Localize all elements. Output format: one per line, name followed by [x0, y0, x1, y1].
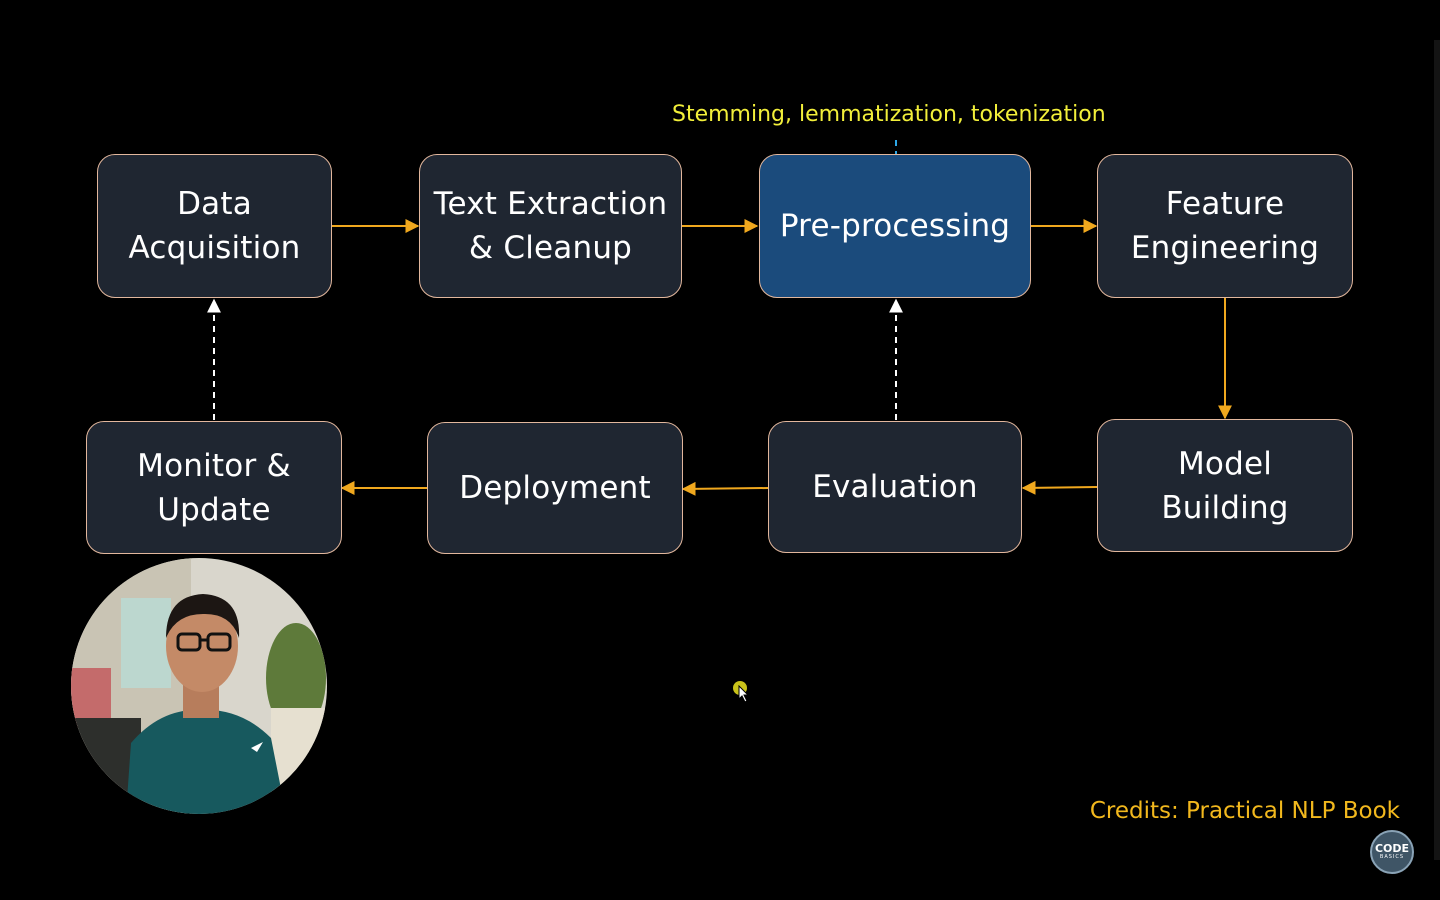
- preprocessing-annotation: Stemming, lemmatization, tokenization: [672, 102, 1106, 127]
- logo-subtext: BASICS: [1379, 854, 1405, 860]
- codebasics-logo: CODE BASICS: [1370, 830, 1414, 874]
- cursor-icon: [738, 685, 750, 703]
- node-model-building: Model Building: [1097, 419, 1353, 552]
- credits-text: Credits: Practical NLP Book: [1089, 798, 1400, 824]
- node-data-acquisition: Data Acquisition: [97, 154, 332, 298]
- scroll-track: [1434, 40, 1440, 860]
- node-monitor-update: Monitor & Update: [86, 421, 342, 554]
- node-deployment: Deployment: [427, 422, 683, 554]
- node-feature-engineering: Feature Engineering: [1097, 154, 1353, 298]
- presenter-webcam: [71, 558, 327, 814]
- logo-text: CODE: [1374, 842, 1410, 855]
- node-text-extraction: Text Extraction & Cleanup: [419, 154, 682, 298]
- edge-model-building-to-evaluation: [1021, 480, 1098, 495]
- node-pre-processing: Pre-processing: [759, 154, 1031, 298]
- edge-evaluation-to-deployment: [681, 481, 769, 496]
- node-evaluation: Evaluation: [768, 421, 1022, 553]
